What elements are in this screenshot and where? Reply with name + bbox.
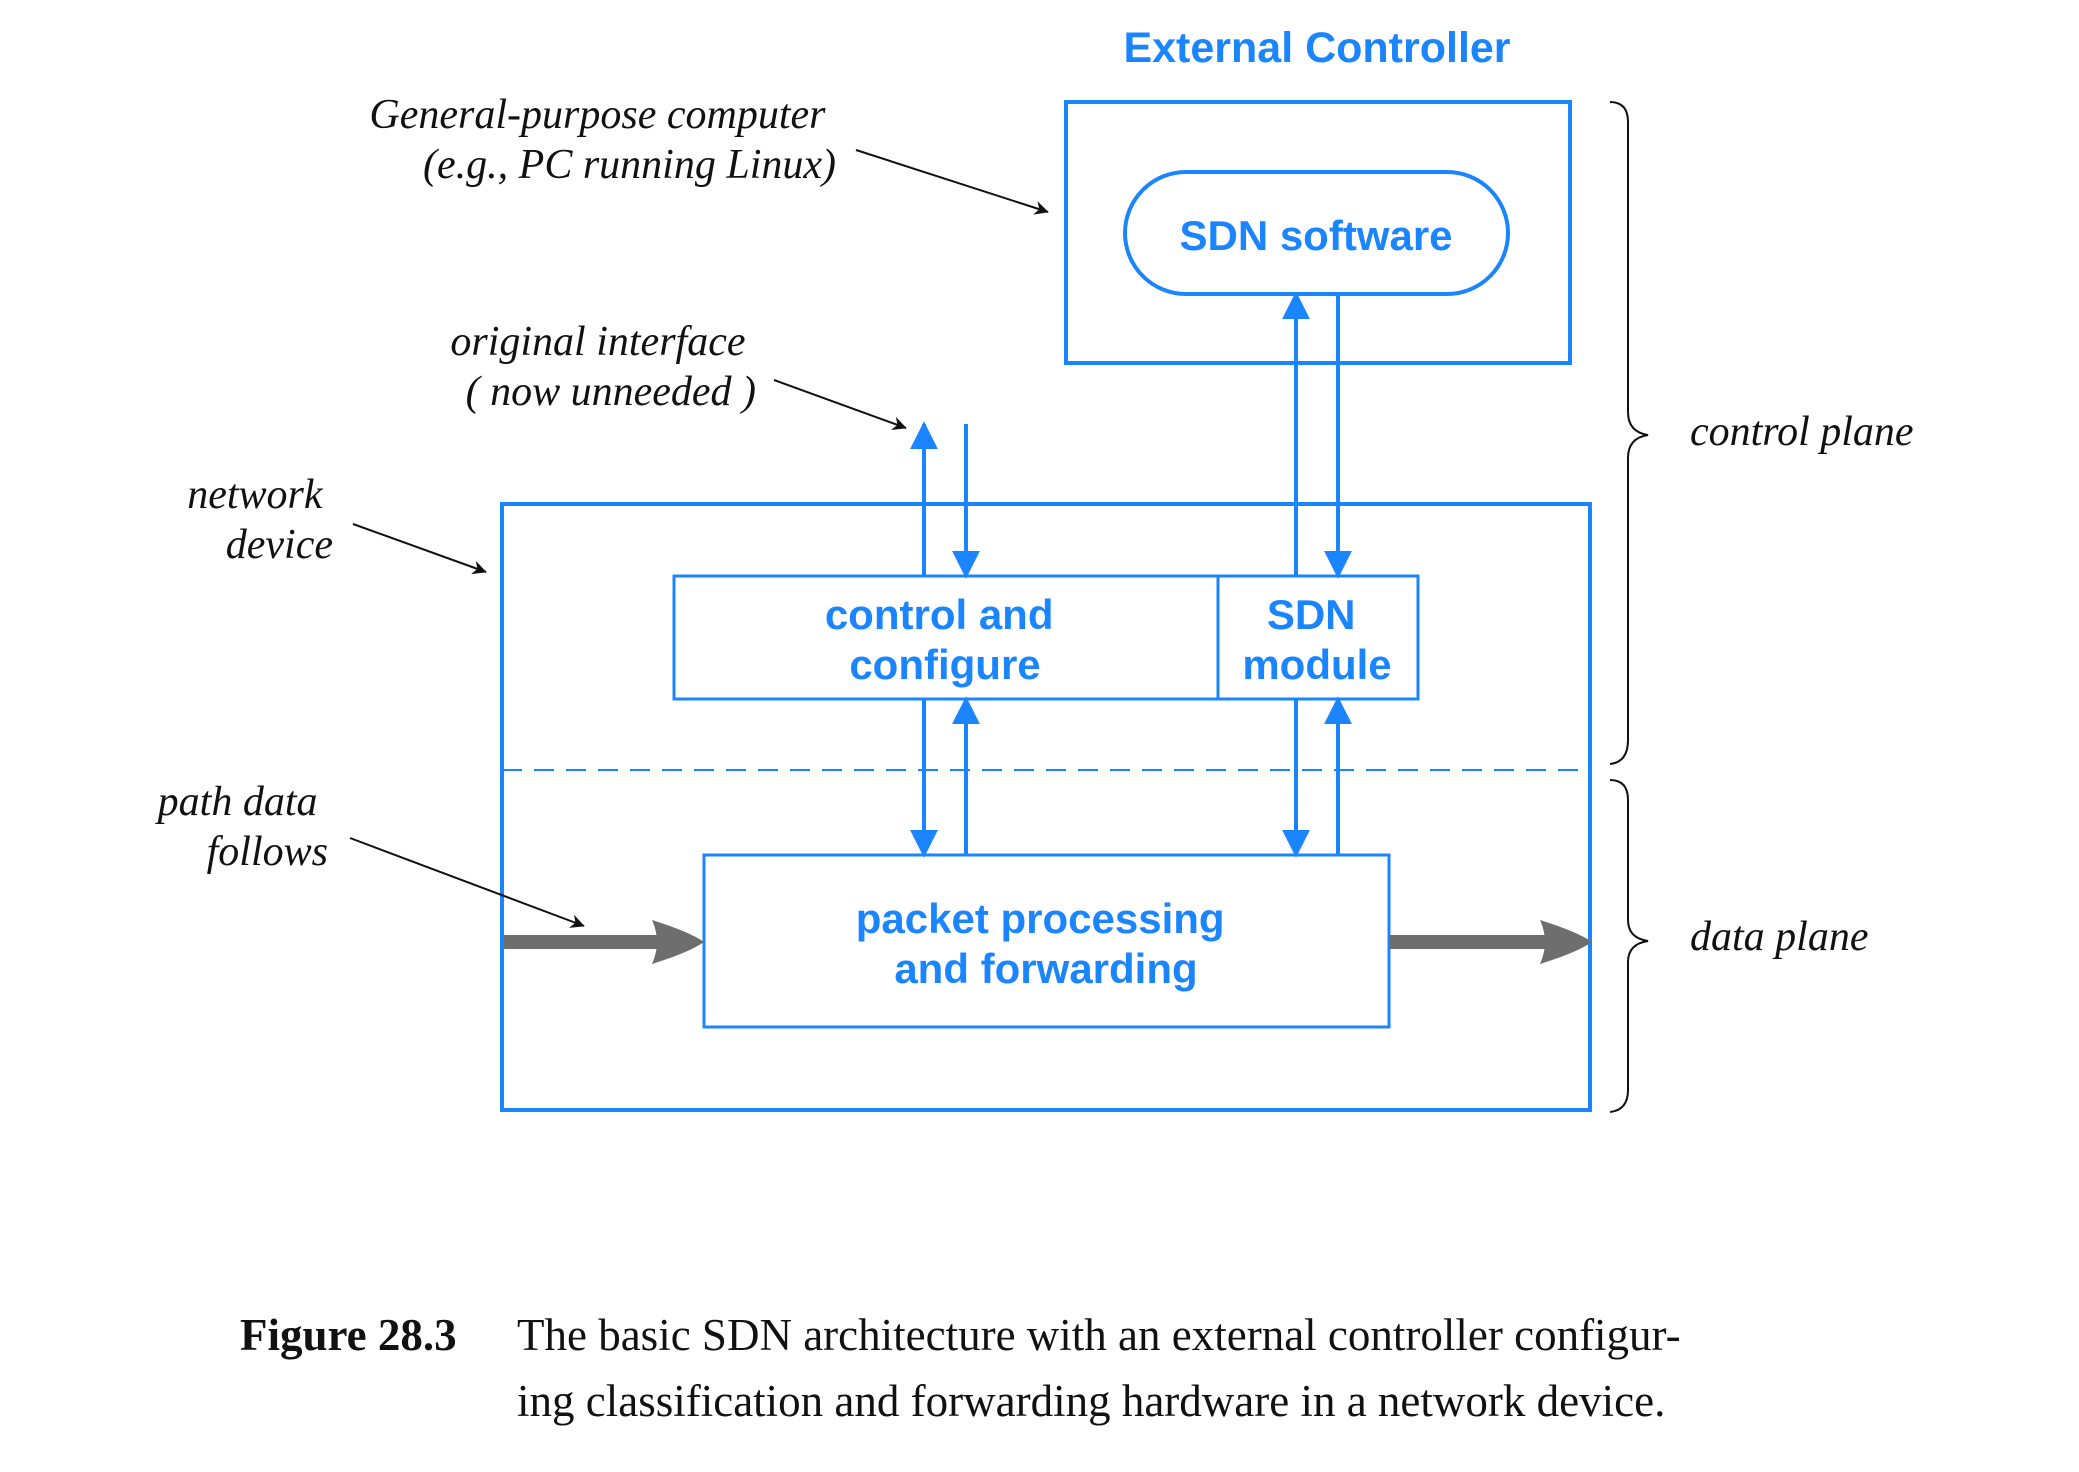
network-device-box [500, 502, 1592, 1112]
general-purpose-annotation: General-purpose computer (e.g., PC runni… [369, 92, 836, 188]
network-device-line-2: device [226, 522, 333, 568]
path-data-pointer-arrow [349, 837, 585, 928]
original-interface-line-1: original interface [450, 319, 745, 365]
control-and-configure-line-2: configure [849, 641, 1040, 688]
external-controller-box [1064, 100, 1572, 365]
control-plane-label: control plane [1690, 409, 1914, 455]
control-plane-brace [1609, 101, 1649, 765]
sdn-software-box [1123, 170, 1510, 296]
path-data-line-1: path data [155, 779, 318, 825]
data-path-out-arrowhead [1540, 920, 1592, 964]
caption-text: The basic SDN architecture with an exter… [517, 1302, 1897, 1434]
data-path-in-arrowhead [652, 920, 704, 964]
general-purpose-line-1: General-purpose computer [369, 92, 826, 138]
network-device-pointer-arrow [352, 523, 487, 575]
general-purpose-pointer-arrow [855, 149, 1049, 215]
caption-label: Figure 28.3 [240, 1310, 457, 1360]
original-interface-line-2: ( now unneeded ) [466, 369, 756, 415]
original-interface-annotation: original interface ( now unneeded ) [450, 319, 756, 415]
data-plane-brace [1609, 779, 1649, 1113]
packet-processing-line-2: and forwarding [894, 945, 1197, 992]
caption-line-2: ing classification and forwarding hardwa… [517, 1376, 1666, 1426]
path-data-line-2: follows [207, 829, 328, 875]
sdn-module-label: SDN module [1242, 591, 1391, 688]
sdn-software-label: SDN software [1179, 212, 1452, 259]
network-device-line-1: network [187, 472, 324, 518]
sdn-module-box [1216, 574, 1420, 701]
original-interface-pointer-arrow [773, 379, 907, 431]
packet-processing-line-1: packet processing [856, 895, 1225, 942]
caption-line-1: The basic SDN architecture with an exter… [517, 1310, 1681, 1360]
packet-processing-label: packet processing and forwarding [856, 895, 1236, 992]
sdn-module-line-2: module [1242, 641, 1391, 688]
control-and-configure-line-1: control and [825, 591, 1054, 638]
control-and-configure-label: control and configure [825, 591, 1065, 688]
path-data-annotation: path data follows [155, 779, 328, 875]
sdn-module-line-1: SDN [1267, 591, 1356, 638]
network-device-annotation: network device [187, 472, 333, 568]
data-plane-label: data plane [1690, 914, 1868, 960]
general-purpose-line-2: (e.g., PC running Linux) [423, 142, 836, 188]
external-controller-title: External Controller [1123, 24, 1510, 72]
